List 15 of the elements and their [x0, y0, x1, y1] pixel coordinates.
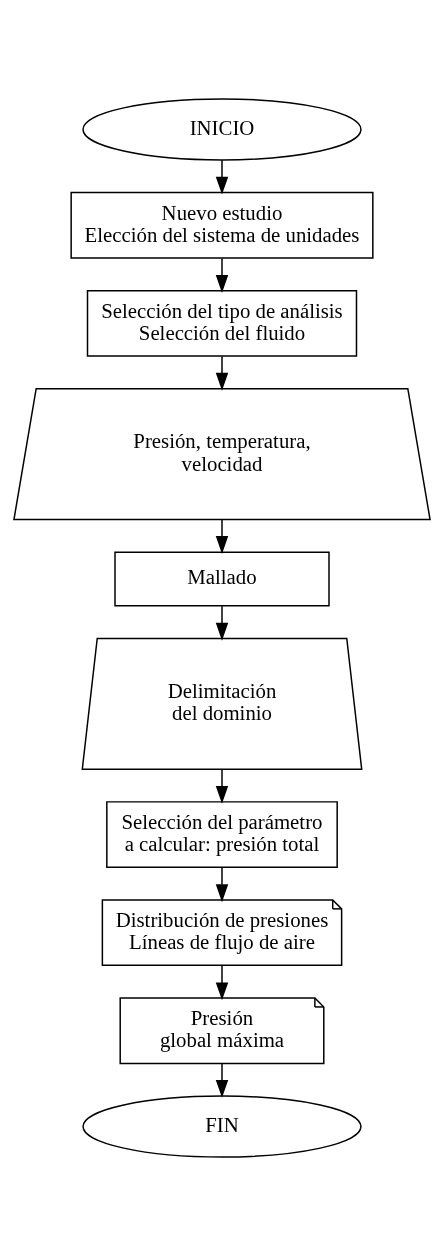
- arrow: [215, 355, 229, 391]
- node-ellipse: FIN: [82, 1094, 362, 1158]
- arrow: [215, 866, 229, 902]
- arrow: [215, 518, 229, 554]
- node-box: Selección del tipo de análisis Selección del fluido: [86, 289, 358, 357]
- node-box: Nuevo estudio Elección del sistema de unidades: [70, 191, 374, 259]
- arrow: [215, 159, 229, 195]
- node-ellipse: INICIO: [82, 97, 362, 161]
- arrow: [215, 964, 229, 1000]
- node-box: Selección del parámetro a calcular: presión total: [106, 800, 338, 868]
- node-box: Mallado: [114, 550, 330, 606]
- arrow: [215, 1062, 229, 1098]
- arrow: [215, 605, 229, 641]
- arrow: [215, 257, 229, 293]
- arrow: [215, 767, 229, 804]
